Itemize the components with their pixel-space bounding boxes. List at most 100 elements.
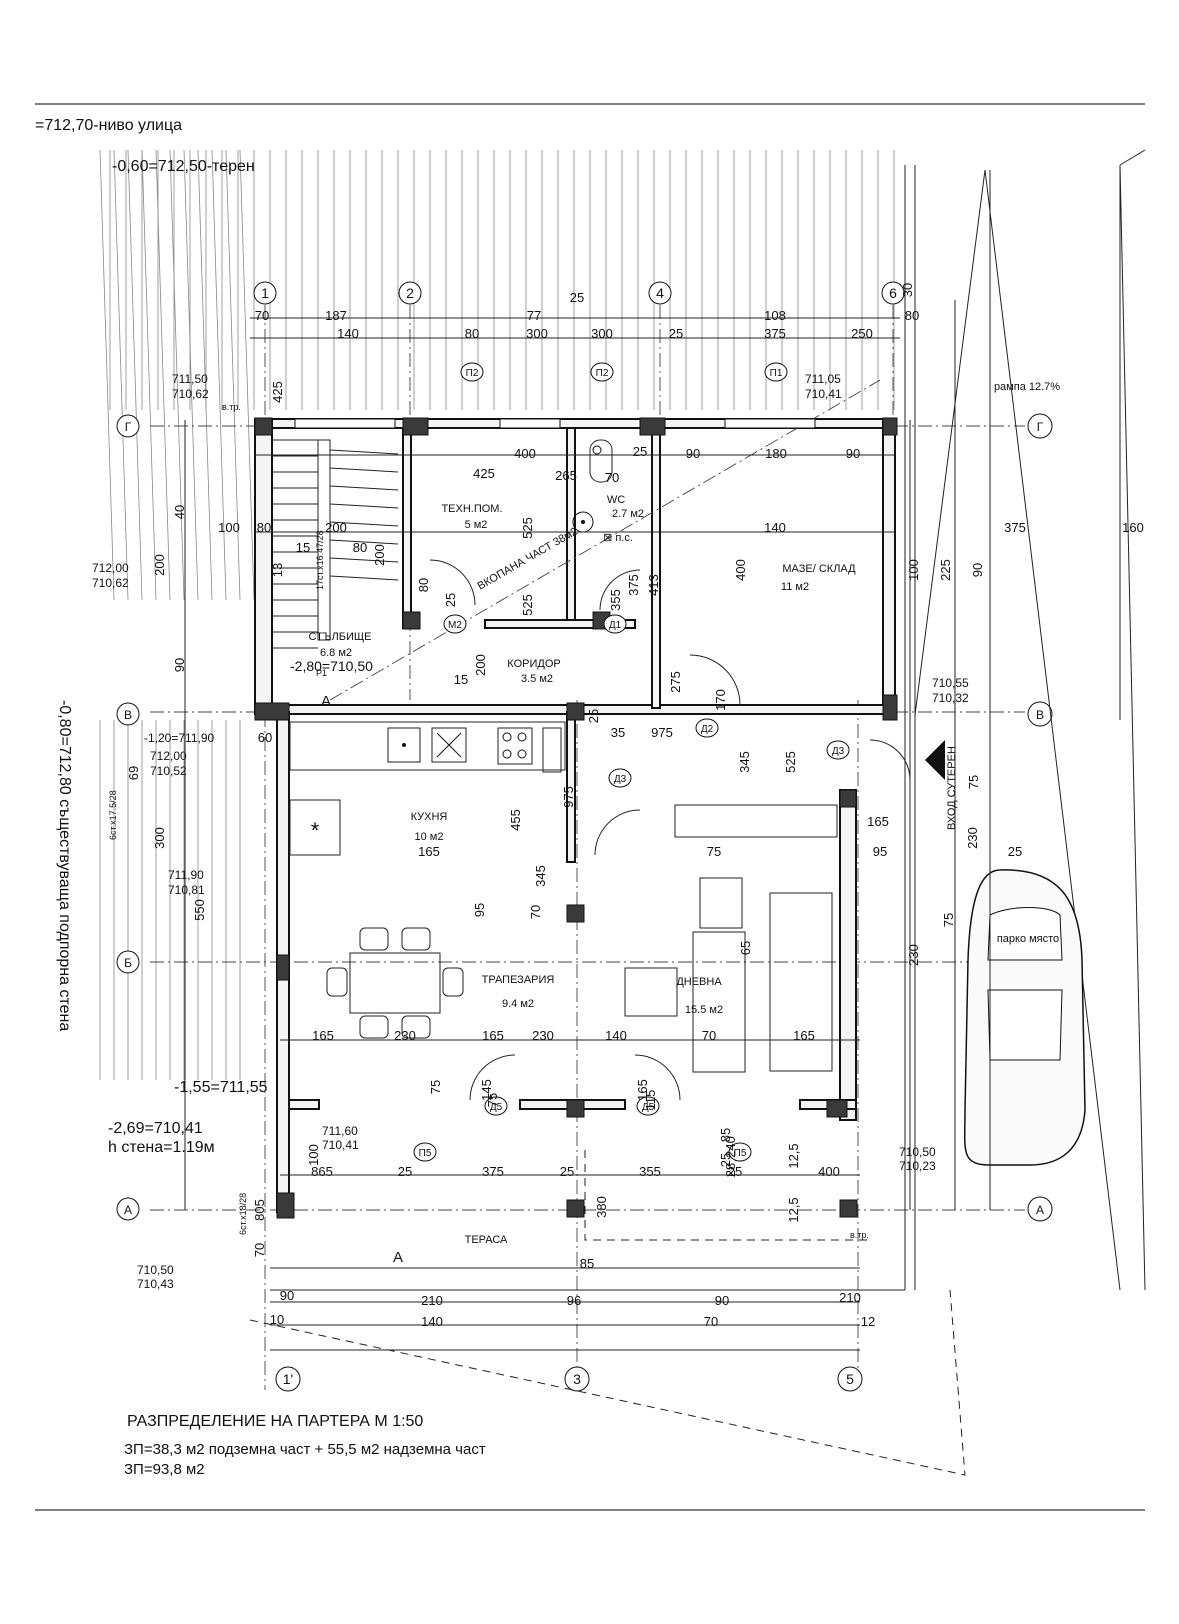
dimension-value: 525	[520, 594, 535, 616]
dimension-text: 200	[152, 554, 167, 576]
svg-text:710,50: 710,50	[899, 1145, 936, 1159]
door-tag-text: П5	[419, 1148, 432, 1159]
dimension-text: 355	[639, 1164, 661, 1179]
svg-text:1: 1	[261, 285, 269, 301]
dimension-text: 400	[514, 446, 536, 461]
dimension-value: 375	[482, 1164, 504, 1179]
dimension-text: 25	[728, 1164, 742, 1179]
svg-text:710,23: 710,23	[899, 1159, 936, 1173]
dimension-value: 200	[325, 520, 347, 535]
svg-text:710,55: 710,55	[932, 676, 969, 690]
dimension-text: 65	[738, 941, 753, 955]
dimension-text: 25	[560, 1164, 574, 1179]
svg-text:-1,55=711,55: -1,55=711,55	[174, 1079, 268, 1096]
caption-title: РАЗПРЕДЕЛЕНИЕ НА ПАРТЕРА М 1:50	[127, 1413, 423, 1430]
dimension-text: 12,5	[786, 1143, 801, 1168]
dimension-text: 70	[255, 308, 269, 323]
room-storage-area: 11 м2	[781, 581, 809, 593]
dimension-text: 400	[818, 1164, 840, 1179]
dimension-text: 865	[311, 1164, 333, 1179]
dimension-value: 240	[723, 1136, 738, 1158]
dimension-text: 80	[353, 540, 367, 555]
dimension-value: 90	[846, 446, 860, 461]
dimension-text: 95	[472, 903, 487, 917]
dimension-value: 180	[765, 446, 787, 461]
floor-drain-label: ⊠ п.с.	[603, 532, 633, 544]
dimension-text: 90	[846, 446, 860, 461]
room-wc-label: WC	[607, 494, 625, 506]
dimension-text: 12	[861, 1314, 875, 1329]
dimension-value: 375	[626, 574, 641, 596]
site-lines	[249, 149, 1146, 1476]
room-living-label: ДНЕВНА	[676, 976, 722, 988]
dimension-value: 140	[337, 326, 359, 341]
dimension-value: 25	[633, 444, 647, 459]
room-living-area: 15.5 м2	[685, 1004, 723, 1016]
dimension-text: 160	[1122, 520, 1144, 535]
dimension-value: 525	[520, 517, 535, 539]
dimension-text: 145	[479, 1079, 494, 1101]
dimension-value: 400	[514, 446, 536, 461]
dimension-value: 250	[851, 326, 873, 341]
dimension-text: 375	[1004, 520, 1026, 535]
dimension-value: 165	[312, 1028, 334, 1043]
dimension-value: 100	[906, 559, 921, 581]
dimension-text: 80	[416, 578, 431, 592]
dimension-text: 345	[533, 865, 548, 887]
dimension-value: 80	[465, 326, 479, 341]
door-tag-text: П2	[596, 368, 609, 379]
svg-text:710,52: 710,52	[150, 764, 187, 778]
dimension-value: 13	[270, 563, 285, 577]
ramp-label: рампа 12.7%	[994, 381, 1060, 393]
door-tag: Д1	[603, 614, 627, 634]
dimension-text: 69	[126, 766, 141, 780]
dimension-value: 70	[702, 1028, 716, 1043]
dimension-text: 550	[192, 899, 207, 921]
dimension-text: 140	[421, 1314, 443, 1329]
room-corridor-label: КОРИДОР	[507, 658, 560, 670]
door-tag: П2	[460, 362, 484, 382]
steps-left-note: 6ст.x17.5/28	[108, 790, 118, 840]
dimension-text: 345	[737, 751, 752, 773]
dimension-value: 200	[152, 554, 167, 576]
dimension-text: 375	[764, 326, 786, 341]
dimension-value: 200	[473, 654, 488, 676]
dimension-value: 75	[428, 1080, 443, 1094]
svg-text:710,41: 710,41	[322, 1138, 359, 1152]
dimension-text: 90	[172, 658, 187, 672]
door-tag-text: Д5	[490, 1102, 503, 1113]
door-tag: Д3	[826, 740, 850, 760]
door-tag-text: Д3	[614, 774, 627, 785]
dimension-value: 100	[218, 520, 240, 535]
dimension-value: 25	[570, 290, 584, 305]
door-tag-text: П1	[770, 368, 783, 379]
svg-text:-2,69=710,41: -2,69=710,41	[108, 1120, 203, 1137]
room-wc-area: 2.7 м2	[612, 508, 644, 520]
terrain-hatch-left	[99, 149, 255, 601]
dimension-value: 413	[646, 574, 661, 596]
dimension-value: 975	[561, 786, 576, 808]
dimension-value: 80	[416, 578, 431, 592]
dimension-text: 165	[793, 1028, 815, 1043]
dimension-value: 165	[418, 844, 440, 859]
dimension-value: 15	[454, 672, 468, 687]
dimension-text: 525	[783, 751, 798, 773]
room-tech-area: 5 м2	[465, 519, 488, 531]
dimension-value: 15	[296, 540, 310, 555]
dimension-text: 75	[966, 775, 981, 789]
dimension-value: 40	[172, 505, 187, 519]
dimension-value: 100	[306, 1144, 321, 1166]
dimension-text: 200	[372, 544, 387, 566]
dimension-value: 75	[941, 913, 956, 927]
axis-bubble-bottom-5: 5	[837, 1366, 863, 1392]
section-mark-bottom: А	[393, 1249, 403, 1266]
dimension-text: 400	[733, 559, 748, 581]
dimension-text: 70	[605, 470, 619, 485]
dimension-text: 12,5	[786, 1197, 801, 1222]
dimension-value: 90	[280, 1288, 294, 1303]
dimension-text: 525	[520, 594, 535, 616]
dimension-value: 60	[258, 730, 272, 745]
dimension-text: 425	[473, 466, 495, 481]
